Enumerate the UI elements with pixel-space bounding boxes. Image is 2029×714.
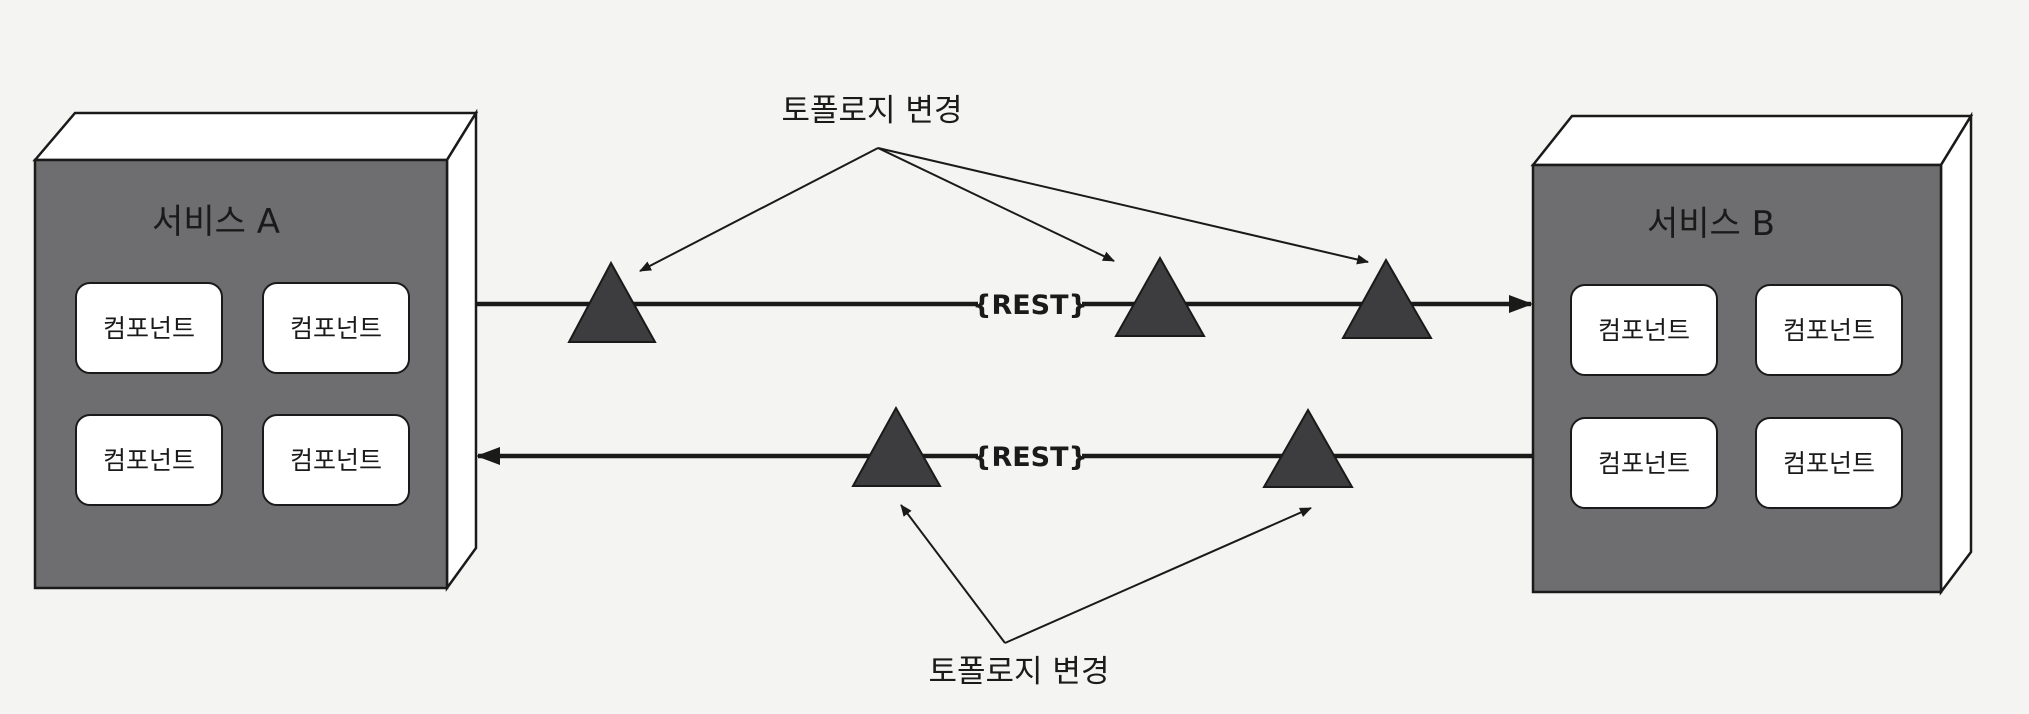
service-a-top-face <box>32 111 479 162</box>
bottom-protocol-label: {REST} <box>972 442 1088 473</box>
annotation-pointer <box>877 147 1115 262</box>
service-a-title: 서비스 A <box>152 202 280 242</box>
bottom-annotation: 토폴로지 변경 <box>900 504 1312 690</box>
component-label: 컴포넌트 <box>103 446 195 475</box>
service-b-component: 컴포넌트 <box>1570 417 1718 509</box>
service-a-side-face <box>445 108 478 592</box>
component-label: 컴포넌트 <box>1598 316 1690 345</box>
service-b-component: 컴포넌트 <box>1755 284 1903 376</box>
service-a-component: 컴포넌트 <box>262 414 410 506</box>
bottom-protocol-label-bg <box>980 436 1080 476</box>
annotation-pointer <box>877 147 1369 265</box>
service-b-component: 컴포넌트 <box>1570 284 1718 376</box>
top-annotation-label: 토폴로지 변경 <box>782 93 963 129</box>
component-label: 컴포넌트 <box>103 314 195 343</box>
component-label: 컴포넌트 <box>1598 449 1690 478</box>
service-b-front-face <box>1531 163 1943 594</box>
topology-change-triangle <box>851 405 942 487</box>
bottom-rest-connection: {REST} <box>476 405 1533 488</box>
annotation-pointer <box>1004 507 1312 644</box>
service-b-side-face <box>1939 111 1973 596</box>
top-protocol-label-bg <box>980 284 1080 324</box>
service-a-component: 컴포넌트 <box>75 282 223 374</box>
top-rest-connection: {REST} <box>476 255 1533 343</box>
service-b-title: 서비스 B <box>1647 204 1775 244</box>
service-b-top-face <box>1530 114 1974 167</box>
service-a-component: 컴포넌트 <box>262 282 410 374</box>
annotation-pointer <box>900 504 1006 644</box>
service-b-box: 서비스 B 컴포넌트 컴포넌트 컴포넌트 컴포넌트 <box>1530 111 1974 596</box>
component-label: 컴포넌트 <box>290 314 382 343</box>
component-label: 컴포넌트 <box>1783 449 1875 478</box>
service-a-component: 컴포넌트 <box>75 414 223 506</box>
topology-change-triangle <box>1114 255 1206 337</box>
component-label: 컴포넌트 <box>290 446 382 475</box>
topology-change-triangle <box>567 260 657 343</box>
top-protocol-label: {REST} <box>972 290 1088 321</box>
topology-change-triangle <box>1341 257 1433 339</box>
bottom-annotation-label: 토폴로지 변경 <box>929 654 1110 690</box>
topology-change-triangle <box>1262 407 1354 488</box>
service-b-component: 컴포넌트 <box>1755 417 1903 509</box>
annotation-pointer <box>639 147 879 272</box>
service-a-box: 서비스 A 컴포넌트 컴포넌트 컴포넌트 컴포넌트 <box>32 108 479 592</box>
component-label: 컴포넌트 <box>1783 316 1875 345</box>
top-annotation: 토폴로지 변경 <box>639 93 1369 272</box>
